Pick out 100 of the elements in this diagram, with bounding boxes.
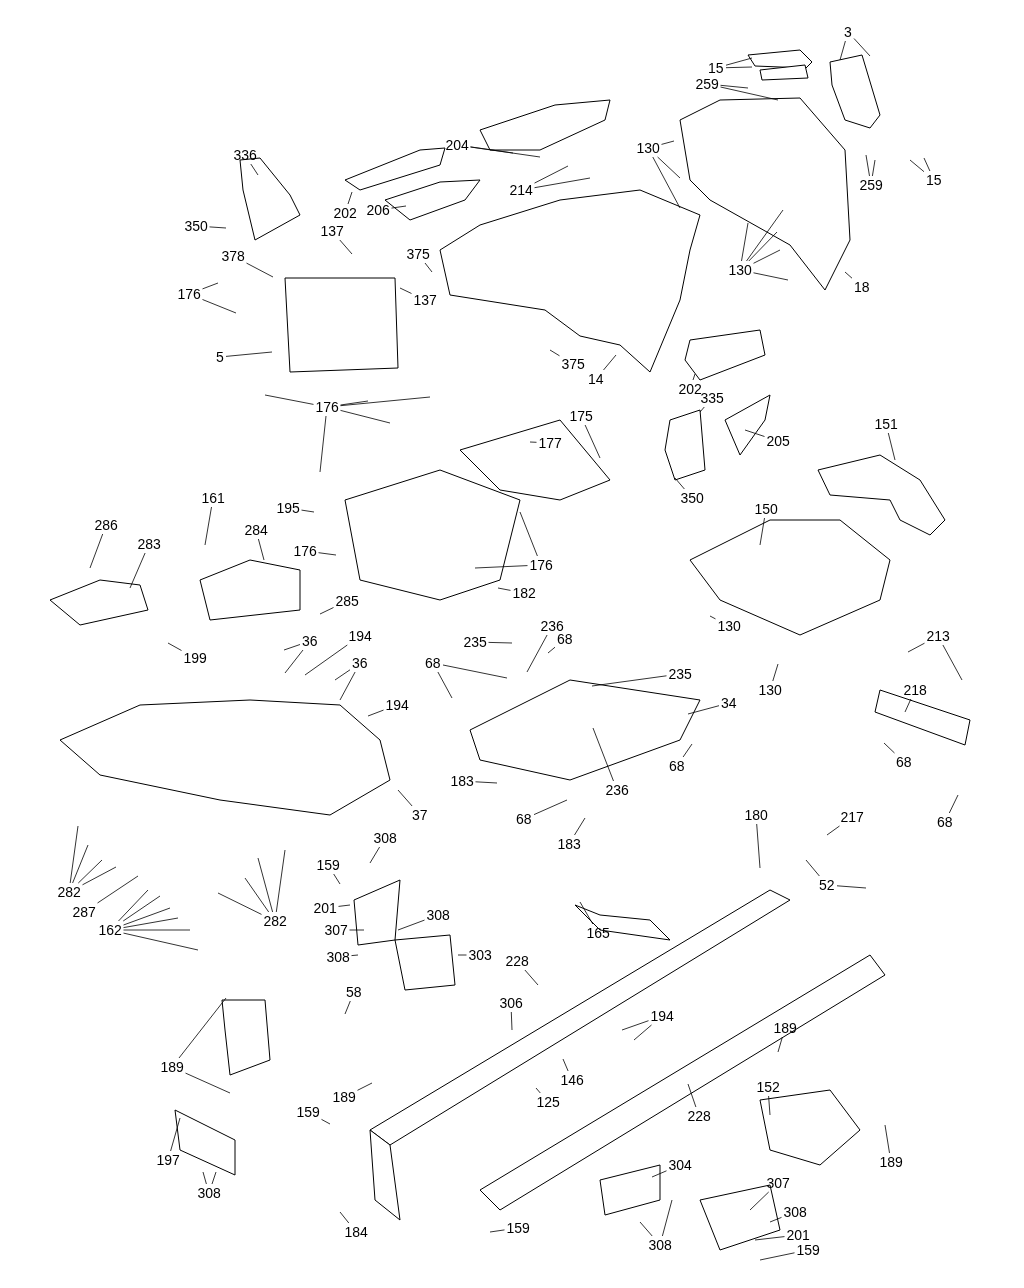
leader-line (769, 1217, 782, 1223)
leader-line (687, 705, 720, 715)
callout-number: 151 (874, 416, 898, 432)
callout-number: 336 (233, 147, 257, 163)
callout-number: 68 (937, 814, 953, 830)
callout-number: 201 (786, 1227, 810, 1243)
leader-line (397, 919, 425, 931)
callout-number: 165 (586, 925, 610, 941)
callout-number: 259 (859, 177, 883, 193)
callout-number: 18 (854, 279, 870, 295)
callout-number: 201 (313, 900, 337, 916)
callout-number: 34 (721, 695, 737, 711)
leader-line (246, 262, 274, 278)
leader-line (756, 823, 761, 869)
leader-line (749, 1191, 770, 1211)
callout-number: 68 (516, 811, 532, 827)
callout-number: 308 (648, 1237, 672, 1253)
callout-number: 308 (373, 830, 397, 846)
leader-line (682, 743, 693, 758)
callout-number: 176 (315, 399, 339, 415)
callout-number: 308 (783, 1204, 807, 1220)
leader-line (633, 1024, 652, 1041)
leader-line (339, 671, 356, 701)
callout-number: 228 (687, 1108, 711, 1124)
callout-number: 189 (879, 1154, 903, 1170)
leader-line (549, 349, 560, 357)
leader-line (534, 165, 569, 184)
callout-number: 308 (426, 907, 450, 923)
leader-line (399, 287, 412, 294)
leader-line (657, 156, 681, 179)
leader-line (621, 1020, 649, 1031)
leader-line (118, 889, 149, 922)
callout-number: 304 (668, 1157, 692, 1173)
callout-number: 213 (926, 628, 950, 644)
callout-number: 161 (201, 490, 225, 506)
leader-line (257, 857, 273, 913)
leader-line (319, 607, 334, 615)
leader-line (129, 552, 146, 589)
callout-number: 199 (183, 650, 207, 666)
callout-number: 282 (263, 913, 287, 929)
callout-number: 176 (293, 543, 317, 559)
callout-number: 236 (605, 782, 629, 798)
callout-number: 308 (326, 949, 350, 965)
leader-line (652, 156, 681, 209)
callout-number: 5 (216, 349, 224, 365)
leader-line (204, 506, 212, 546)
leader-line (225, 351, 273, 357)
leader-line (318, 552, 337, 556)
leader-line (526, 634, 548, 673)
leader-line (603, 354, 617, 371)
leader-line (772, 663, 779, 682)
leader-line (72, 844, 89, 884)
callout-number: 235 (668, 666, 692, 682)
leader-line (391, 205, 407, 209)
callout-number: 282 (57, 884, 81, 900)
callout-number: 3 (844, 24, 852, 40)
leader-line (321, 1119, 331, 1125)
callout-number: 130 (728, 262, 752, 278)
leader-line (777, 1036, 783, 1053)
callout-number: 194 (650, 1008, 674, 1024)
callout-number: 176 (529, 557, 553, 573)
leader-line (687, 1083, 697, 1108)
leader-line (283, 644, 301, 651)
callout-number: 176 (177, 286, 201, 302)
leader-line (534, 177, 591, 189)
leader-line (692, 373, 696, 381)
callout-number: 307 (324, 922, 348, 938)
leader-line (887, 432, 896, 461)
callout-number: 189 (160, 1059, 184, 1075)
callout-number: 183 (450, 773, 474, 789)
leader-line (97, 875, 139, 904)
leader-line (805, 859, 820, 877)
callout-number: 197 (156, 1152, 180, 1168)
leader-line (82, 866, 117, 886)
callout-number: 15 (708, 60, 724, 76)
callout-number: 378 (221, 248, 245, 264)
leader-line (839, 40, 846, 61)
leader-line (340, 410, 391, 424)
leader-line (333, 873, 341, 885)
callout-number: 183 (557, 836, 581, 852)
callout-number: 287 (72, 904, 96, 920)
leader-line (340, 396, 431, 407)
leader-line (369, 846, 380, 864)
leader-line (720, 86, 779, 101)
callout-number: 159 (506, 1220, 530, 1236)
leader-line (907, 642, 925, 653)
callout-number: 130 (758, 682, 782, 698)
callout-number: 189 (773, 1020, 797, 1036)
leader-line (674, 477, 685, 490)
leader-line (250, 163, 259, 176)
leader-line (69, 825, 79, 884)
leader-line (338, 904, 351, 907)
leader-line (709, 615, 716, 620)
callout-number: 214 (509, 182, 533, 198)
leader-line (746, 209, 784, 262)
leader-line (872, 159, 876, 177)
callout-number: 150 (754, 501, 778, 517)
callout-number: 125 (536, 1094, 560, 1110)
callout-number: 14 (588, 371, 604, 387)
callout-number: 308 (197, 1185, 221, 1201)
